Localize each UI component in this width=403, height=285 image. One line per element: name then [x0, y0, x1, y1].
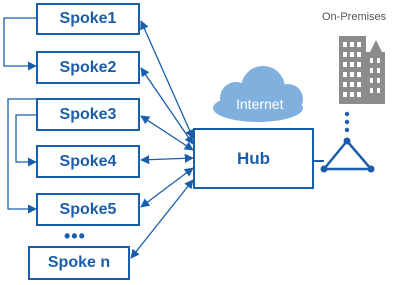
- spoke-box-2: Spoke2: [36, 51, 140, 84]
- connector-spoke3-spoke4: [15, 114, 37, 167]
- vpn-gateway-icon: [314, 137, 375, 173]
- spoke-connectors: [3, 17, 37, 214]
- spoke-box-4: Spoke4: [36, 145, 140, 178]
- hub-connectors: [130, 20, 194, 259]
- connector-spoke3-spoke5: [7, 98, 37, 214]
- spoke-label: Spoke2: [59, 58, 117, 76]
- more-spokes-ellipsis: •••: [64, 226, 86, 246]
- hub-label: Hub: [236, 148, 271, 168]
- spoke-label: Spoke1: [59, 10, 117, 27]
- spoke-label: Spoke n: [47, 254, 111, 271]
- spoke-box-5: Spoke5: [36, 193, 140, 226]
- spoke-label: Spoke4: [59, 152, 117, 170]
- spoke-label: Spoke5: [59, 200, 117, 218]
- arrow-spoke4-hub: [140, 153, 194, 165]
- connector-spoke1-spoke2: [3, 17, 37, 71]
- arrow-spoken-hub: [130, 179, 194, 259]
- hub-box: Hub: [193, 128, 314, 189]
- spoke-label: Spoke3: [59, 105, 117, 123]
- cloud-icon: [213, 66, 303, 122]
- spoke-box-3: Spoke3: [36, 98, 140, 131]
- spoke-box-n: Spoke n: [28, 246, 130, 280]
- buildings-icon: [339, 36, 385, 104]
- spoke-box-1: Spoke1: [36, 3, 140, 35]
- arrow-spoke3-hub: [140, 115, 194, 151]
- onprem-label: On-Premises: [322, 11, 387, 23]
- arrow-spoke5-hub: [140, 167, 194, 208]
- internet-label: Internet: [236, 96, 284, 112]
- onprem-link-dots: [344, 111, 350, 133]
